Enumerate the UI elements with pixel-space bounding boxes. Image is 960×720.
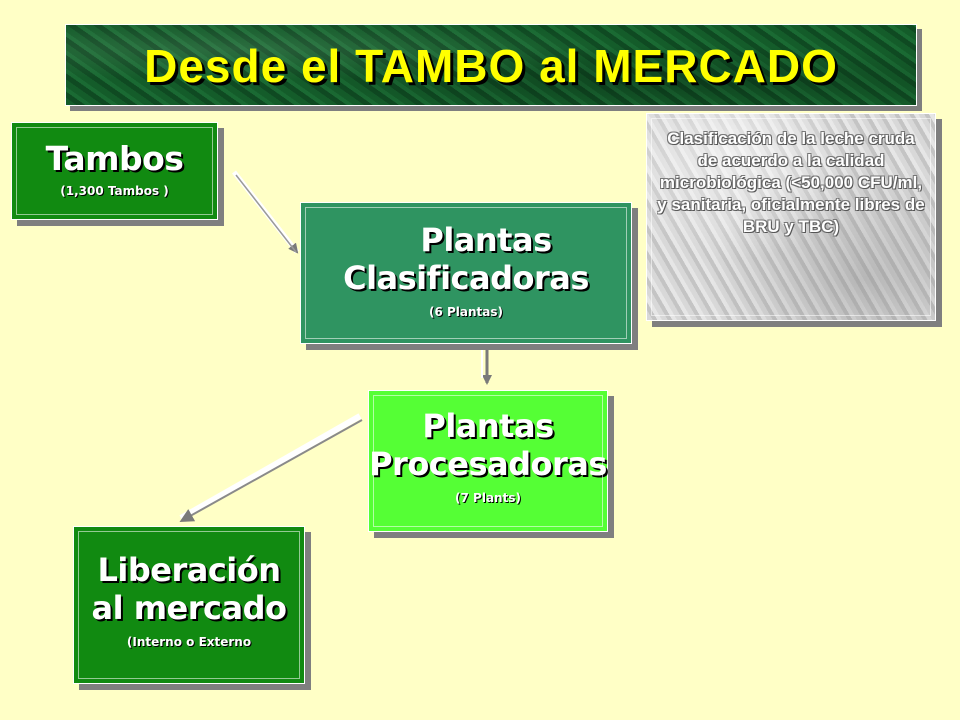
node-plantas-procesadoras: Plantas Procesadoras (7 Plants) [368, 390, 608, 532]
title-banner: Desde el TAMBO al MERCADO [65, 24, 917, 106]
node-procesadoras-frame [373, 395, 603, 527]
node-procesadoras-label-line2: Procesadoras [369, 445, 607, 483]
page-title: Desde el TAMBO al MERCADO [144, 40, 838, 92]
node-clasificadoras-count: (6 Plantas) [428, 305, 504, 319]
arrow-procesadoras-to-liberacion [179, 413, 362, 521]
node-liberacion-label-line2: al mercado [91, 589, 287, 627]
node-procesadoras-label-line1: Plantas [422, 407, 554, 445]
node-clasificadoras-frame [305, 207, 627, 339]
node-liberacion-mercado: Liberación al mercado (Interno o Externo [73, 526, 305, 684]
node-procesadoras-count: (7 Plants) [455, 491, 521, 505]
node-clasificadoras-label-line1: Plantas [420, 221, 552, 259]
node-liberacion-label-line1: Liberación [97, 551, 281, 589]
node-tambos: Tambos (1,300 Tambos ) [11, 122, 218, 220]
node-plantas-clasificadoras: Plantas Clasificadoras (6 Plantas) [300, 202, 632, 344]
node-clasificadoras-label-line2: Clasificadoras [343, 259, 589, 297]
note-clasificacion-text: Clasificación de la leche cruda de acuer… [657, 129, 925, 236]
node-tambos-label: Tambos [45, 139, 184, 178]
node-liberacion-frame [78, 531, 300, 679]
note-clasificacion-leche: Clasificación de la leche cruda de acuer… [646, 113, 936, 321]
node-tambos-count: (1,300 Tambos ) [60, 184, 169, 198]
node-tambos-frame [16, 127, 213, 215]
note-clasificacion-frame [651, 118, 931, 316]
node-liberacion-scope: (Interno o Externo [126, 635, 252, 649]
